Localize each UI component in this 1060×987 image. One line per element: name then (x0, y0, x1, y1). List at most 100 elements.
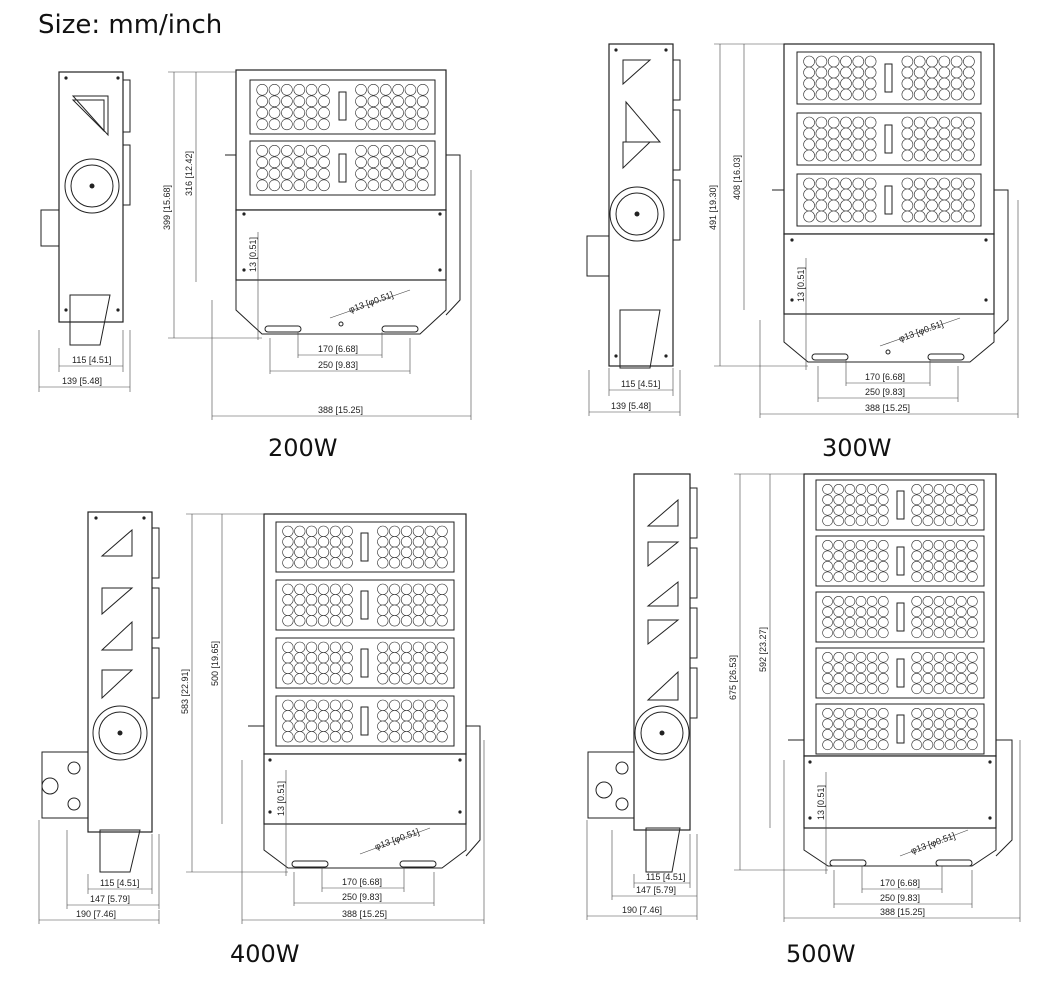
led-dot (866, 571, 878, 583)
led-dot (268, 179, 281, 192)
led-dot (877, 483, 889, 495)
dim-side-depth: 115 [4.51] (646, 872, 685, 882)
led-dot (306, 557, 318, 569)
led-dot (967, 718, 978, 730)
led-dot (268, 95, 281, 108)
led-dot (400, 710, 413, 722)
led-dot (913, 199, 926, 212)
dim-hole-dia: φ13 [φ0.51] (897, 319, 944, 344)
led-dot (400, 731, 413, 743)
led-dot (317, 641, 330, 653)
led-dot (412, 710, 425, 722)
led-dot (256, 107, 269, 119)
led-dot (877, 739, 889, 751)
led-dot (436, 583, 448, 595)
led-dot (341, 604, 353, 616)
led-dot (955, 483, 967, 495)
led-dot (901, 210, 914, 223)
led-dot (967, 539, 978, 551)
led-dot (840, 210, 852, 223)
led-dot (268, 118, 281, 131)
led-dot (855, 483, 867, 495)
led-dot (355, 168, 367, 180)
led-dot (268, 107, 281, 119)
led-dot (840, 55, 852, 68)
led-dot (926, 138, 938, 151)
led-dot (282, 720, 294, 732)
led-dot (950, 210, 963, 223)
led-dot (400, 662, 413, 674)
led-dot (822, 718, 833, 730)
led-dot (855, 662, 867, 674)
led-dot (967, 672, 978, 684)
led-dot (922, 550, 934, 562)
led-dot (877, 728, 889, 740)
led-dot (844, 683, 856, 695)
led-dot (822, 550, 833, 562)
led-dot (293, 95, 306, 108)
led-dot (844, 651, 856, 663)
led-dot (852, 149, 865, 162)
led-dot (815, 88, 828, 101)
led-dot (822, 595, 833, 607)
led-dot (877, 595, 889, 607)
led-dot (803, 77, 815, 90)
led-dot (926, 116, 938, 129)
led-dot (424, 583, 436, 595)
led-dot (864, 138, 877, 151)
led-dot (389, 710, 401, 722)
led-dot (852, 210, 865, 223)
led-dot (305, 168, 318, 180)
led-dot (822, 515, 833, 527)
led-dot (424, 652, 436, 664)
led-dot (855, 683, 867, 695)
led-dot (855, 728, 867, 740)
led-dot (844, 550, 856, 562)
led-dot (306, 615, 318, 627)
led-dot (855, 616, 867, 628)
led-dot (944, 560, 956, 572)
dim-mount-offset: 13 [0.51] (796, 267, 806, 302)
dim-hole-spacing: 170 [6.68] (865, 372, 905, 382)
led-dot (866, 595, 878, 607)
led-dot (294, 699, 306, 711)
led-dot (944, 683, 956, 695)
led-dot (306, 710, 318, 722)
led-dot (938, 177, 951, 190)
led-dot (864, 66, 877, 79)
led-dot (955, 595, 967, 607)
led-dot (389, 536, 401, 548)
led-dot (416, 168, 429, 180)
led-dot (341, 731, 353, 743)
led-dot (256, 95, 269, 108)
led-dot (933, 539, 945, 551)
led-dot (967, 560, 978, 572)
led-dot (926, 149, 938, 162)
led-dot (864, 77, 877, 90)
led-dot (911, 504, 923, 516)
led-dot (281, 118, 293, 131)
led-dot (866, 494, 878, 506)
led-dot (901, 188, 914, 201)
led-dot (933, 560, 945, 572)
dim-side-depth: 115 [4.51] (100, 878, 139, 888)
led-dot (955, 651, 967, 663)
led-dot (404, 118, 417, 131)
led-dot (877, 683, 889, 695)
led-dot (855, 571, 867, 583)
led-dot (864, 88, 877, 101)
led-dot (840, 149, 852, 162)
led-dot (866, 504, 878, 516)
dim-bracket-width: 250 [9.83] (342, 892, 382, 902)
led-dot (329, 699, 342, 711)
led-dot (864, 188, 877, 201)
led-dot (367, 95, 380, 108)
caption-200w: 200W (268, 434, 338, 462)
led-dot (367, 179, 380, 192)
led-dot (822, 728, 833, 740)
led-dot (416, 84, 429, 96)
led-dot (911, 627, 923, 639)
led-dot (855, 560, 867, 572)
led-dot (377, 699, 389, 711)
